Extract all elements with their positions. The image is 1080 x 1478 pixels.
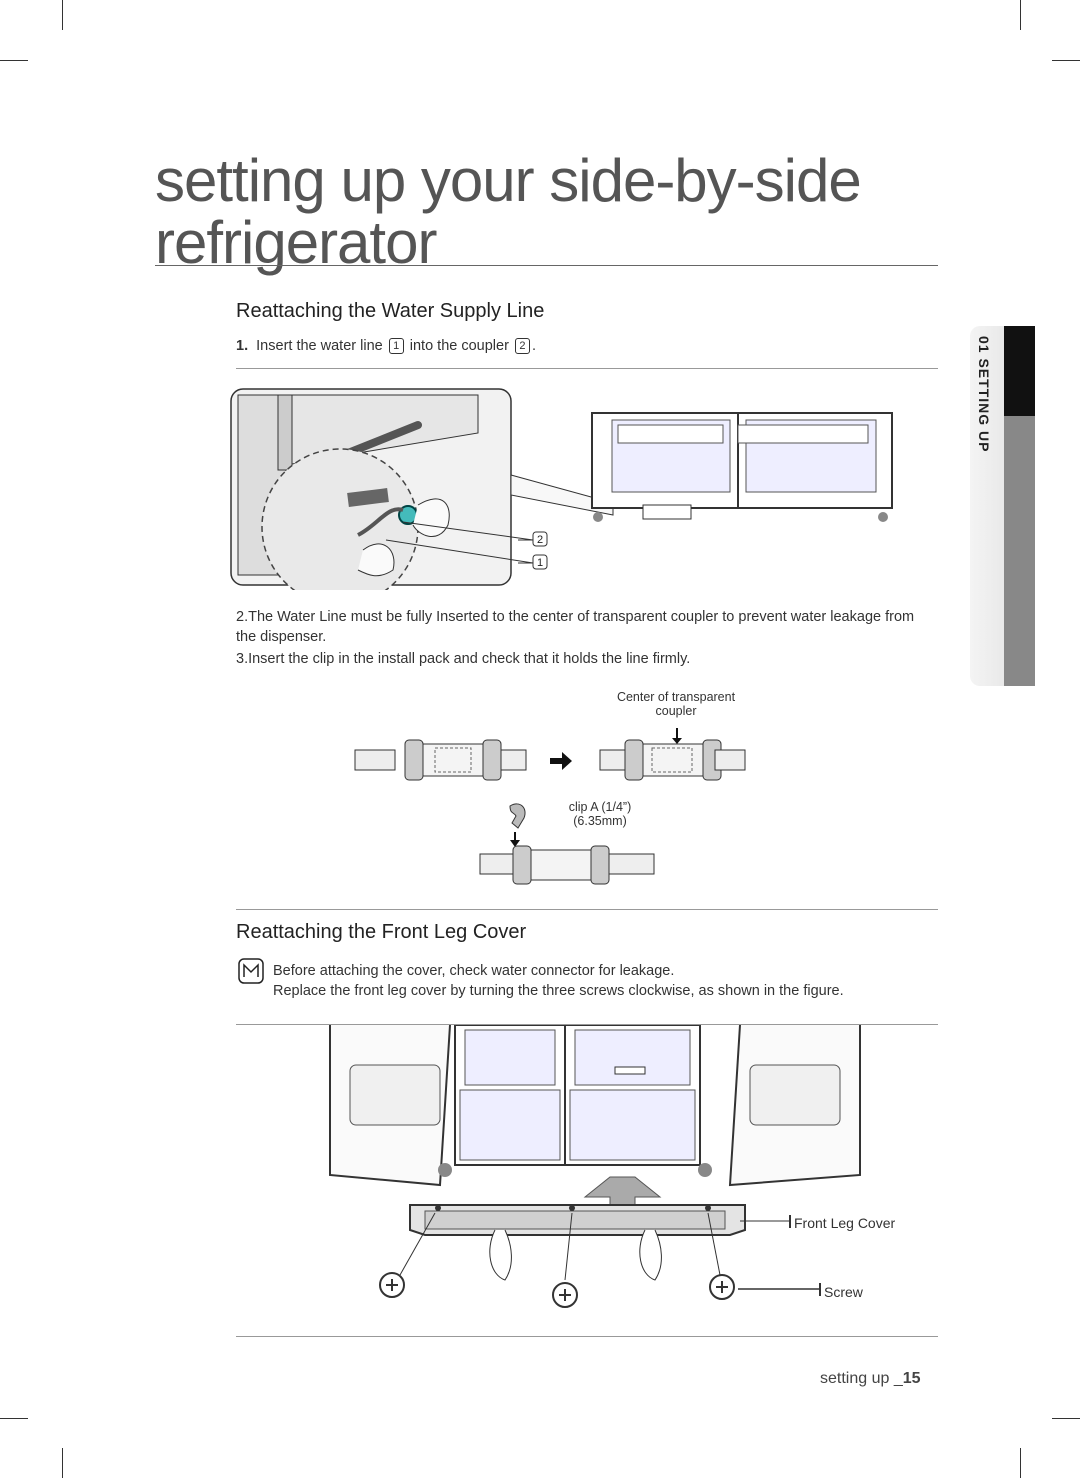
badge-2: 2: [514, 338, 530, 355]
coupler-label: Center of transparent coupler: [596, 690, 756, 718]
clip-label-line-1: clip A (1/4”): [568, 800, 632, 814]
callout-2: 2: [537, 534, 543, 546]
coupler-label-line-2: coupler: [655, 704, 697, 718]
step-3: 3.Insert the clip in the install pack an…: [236, 651, 691, 667]
label-screw: Screw: [824, 1284, 863, 1300]
coupler-label-line-1: Center of transparent: [616, 690, 736, 704]
callout-1: 1: [537, 557, 543, 569]
chapter-tab-label: 01 SETTING UP: [976, 336, 992, 453]
water-line-illustration: 2 1: [230, 388, 893, 590]
crop-mark: [0, 60, 28, 61]
footer-section: setting up _: [820, 1370, 903, 1387]
note-line-2: Replace the front leg cover by turning t…: [273, 983, 844, 999]
crop-mark: [1052, 60, 1080, 61]
screw-icon: [552, 1282, 578, 1308]
title-line-2: refrigerator: [155, 209, 437, 276]
page-footer: setting up _15: [820, 1370, 921, 1388]
crop-mark: [62, 0, 63, 30]
crop-mark: [1020, 0, 1021, 30]
step-1-text-a: Insert the water line: [256, 338, 383, 354]
note-icon: [238, 958, 264, 984]
crop-mark: [1020, 1448, 1021, 1478]
clip-label-line-2: (6.35mm): [573, 814, 627, 828]
note-line-1: Before attaching the cover, check water …: [273, 963, 675, 979]
title-rule: [155, 265, 938, 266]
note-text: Before attaching the cover, check water …: [273, 961, 933, 1001]
screw-icon: [709, 1274, 735, 1300]
divider: [236, 368, 938, 369]
page-title: setting up your side-by-side refrigerato…: [155, 150, 945, 274]
step-1-end: .: [531, 338, 536, 354]
crop-mark: [0, 1418, 28, 1419]
divider: [236, 1336, 938, 1337]
badge-1: 1: [388, 338, 404, 355]
leg-cover-illustration: [329, 1025, 861, 1308]
step-1-number: 1.: [236, 338, 249, 354]
divider: [236, 909, 938, 910]
section-heading-water-line: Reattaching the Water Supply Line: [236, 300, 545, 322]
page-number: 15: [902, 1370, 921, 1387]
crop-mark: [1052, 1418, 1080, 1419]
crop-mark: [62, 1448, 63, 1478]
section-heading-leg-cover: Reattaching the Front Leg Cover: [236, 921, 527, 943]
coupler-illustration: [354, 728, 746, 885]
step-1-text-b: into the coupler: [409, 338, 509, 354]
label-front-leg-cover: Front Leg Cover: [794, 1215, 896, 1231]
screw-icon: [379, 1272, 405, 1298]
chapter-tab-marker: [1004, 326, 1035, 416]
step-1: 1. Insert the water line 1 into the coup…: [236, 336, 536, 356]
title-line-1: setting up your side-by-side: [155, 147, 862, 214]
clip-label: clip A (1/4”) (6.35mm): [540, 800, 660, 828]
step-2: 2.The Water Line must be fully Inserted …: [236, 609, 915, 645]
